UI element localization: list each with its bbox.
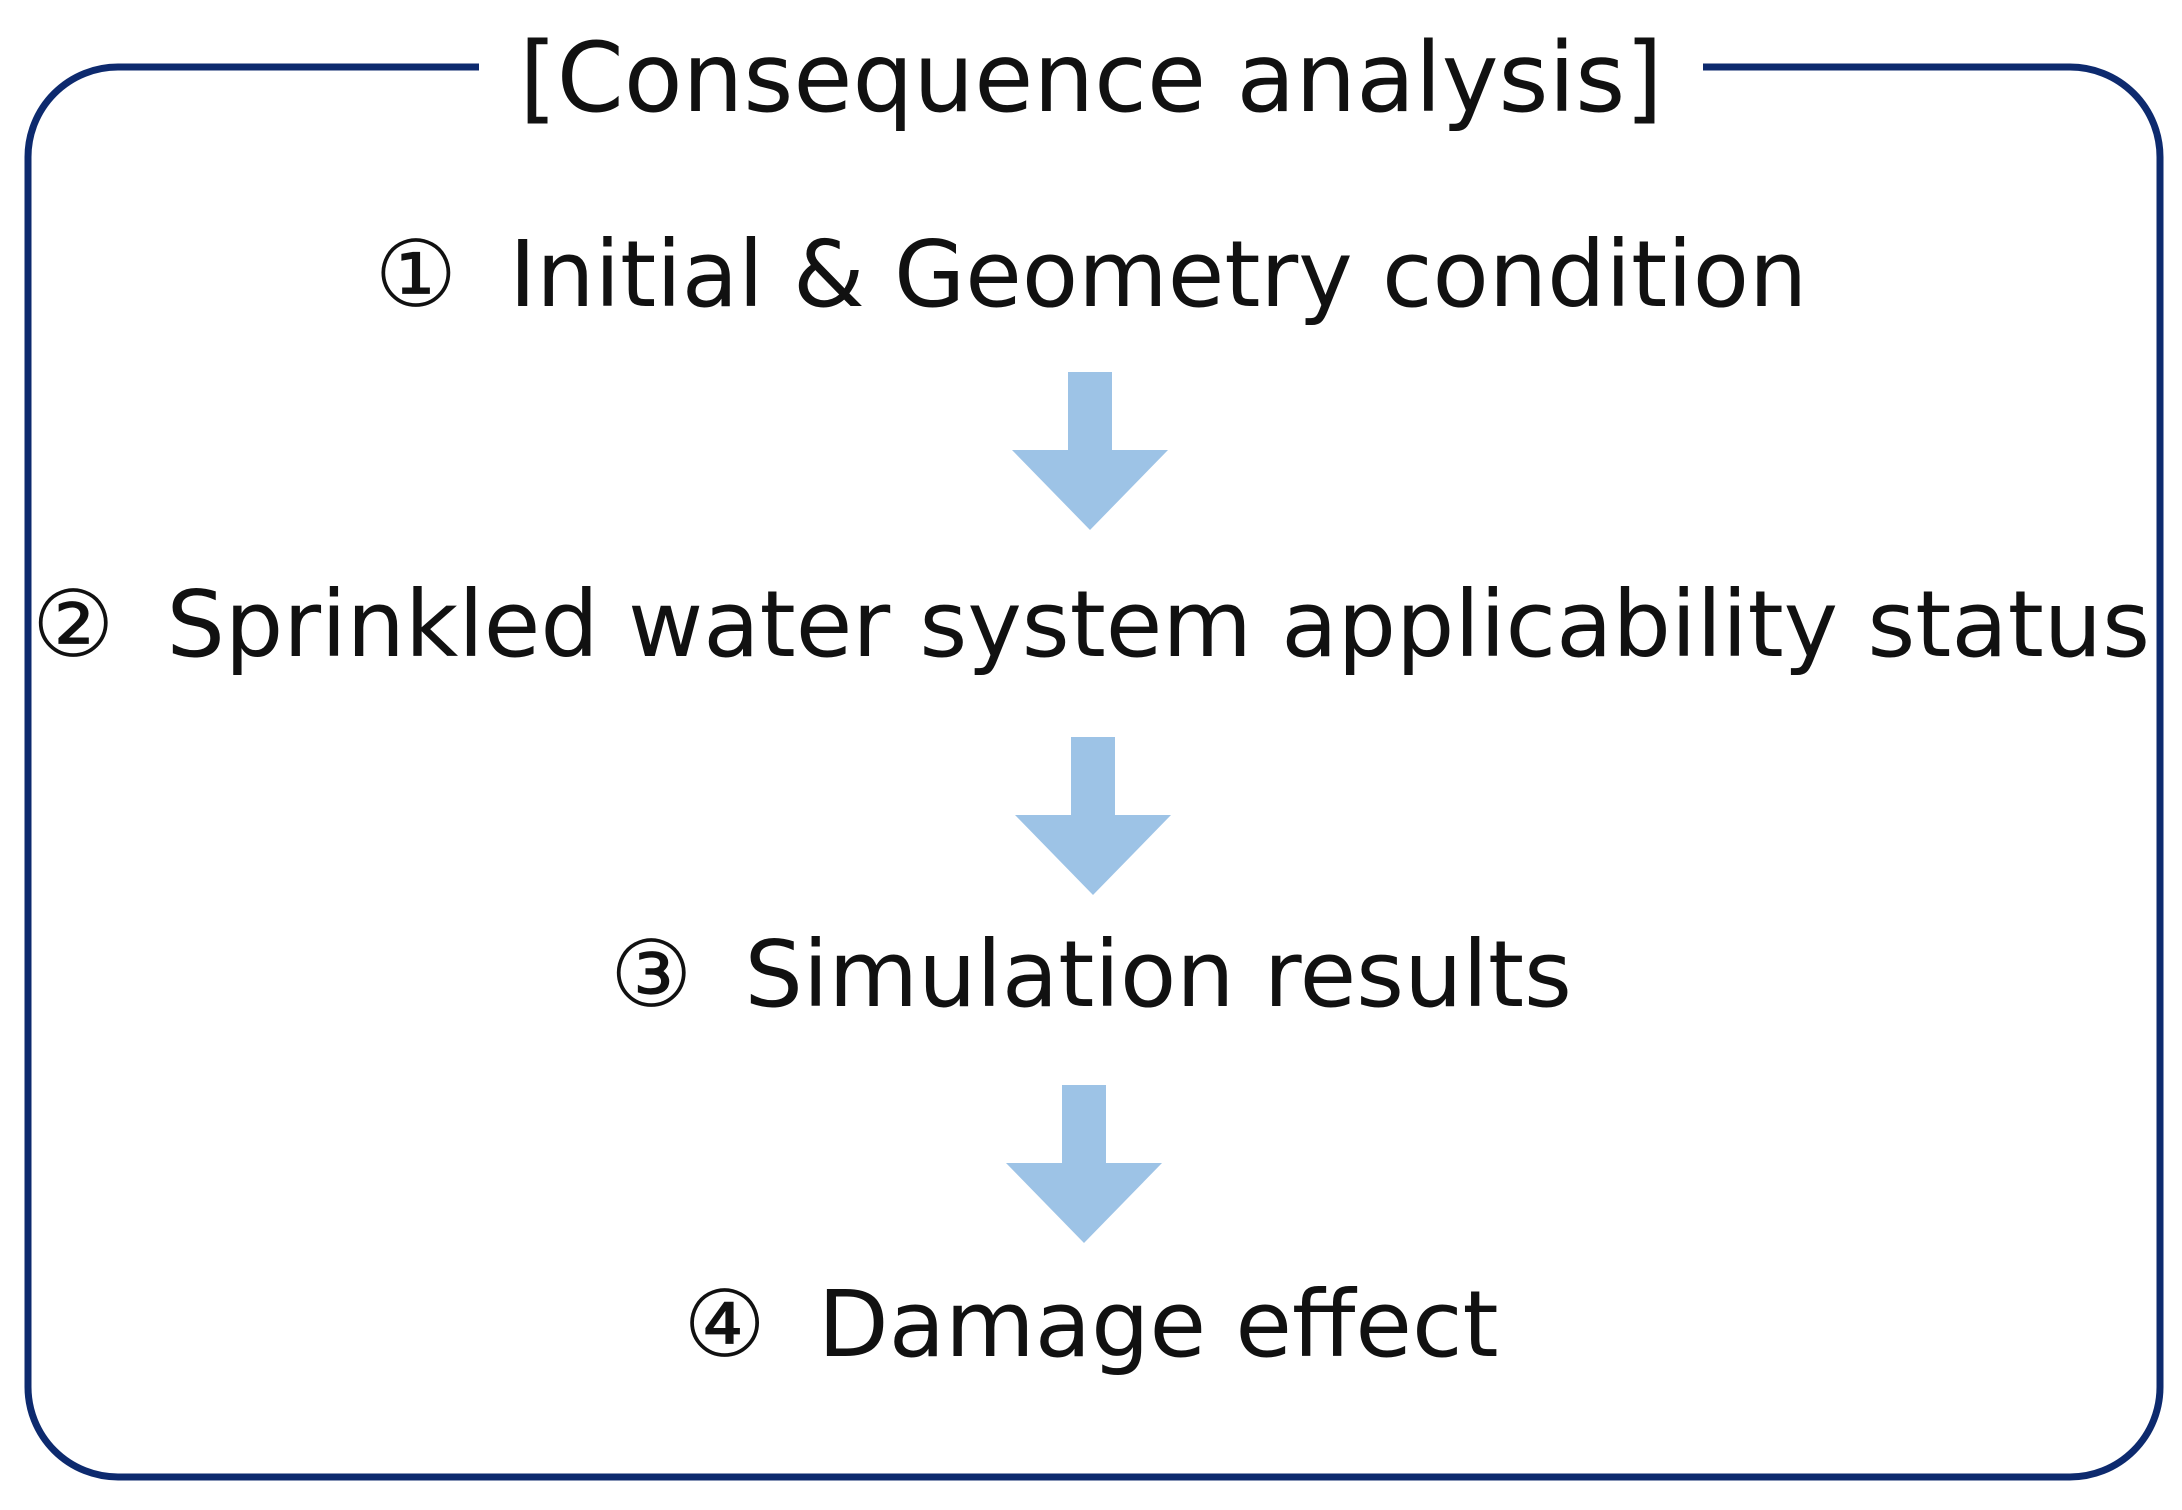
step-number-2: ② [31, 571, 115, 678]
step-label-2: Sprinkled water system applicability sta… [166, 571, 2151, 678]
diagram-title: [Consequence analysis] [0, 18, 2182, 138]
step-damage-effect: ④ Damage effect [0, 1265, 2182, 1385]
step-number-4: ④ [683, 1271, 766, 1378]
down-arrow-icon [1006, 1085, 1162, 1243]
step-initial-geometry: ① Initial & Geometry condition [0, 215, 2182, 335]
step-sprinkled-water: ② Sprinkled water system applicability st… [0, 565, 2182, 685]
step-label-4: Damage effect [817, 1271, 1499, 1378]
step-number-3: ③ [610, 921, 693, 1028]
step-simulation-results: ③ Simulation results [0, 915, 2182, 1035]
step-label-1: Initial & Geometry condition [509, 221, 1808, 328]
diagram-title-text: [Consequence analysis] [479, 18, 1703, 138]
step-label-3: Simulation results [744, 921, 1572, 1028]
down-arrow-icon [1015, 737, 1171, 895]
step-number-1: ① [374, 221, 458, 328]
down-arrow-icon [1012, 372, 1168, 530]
